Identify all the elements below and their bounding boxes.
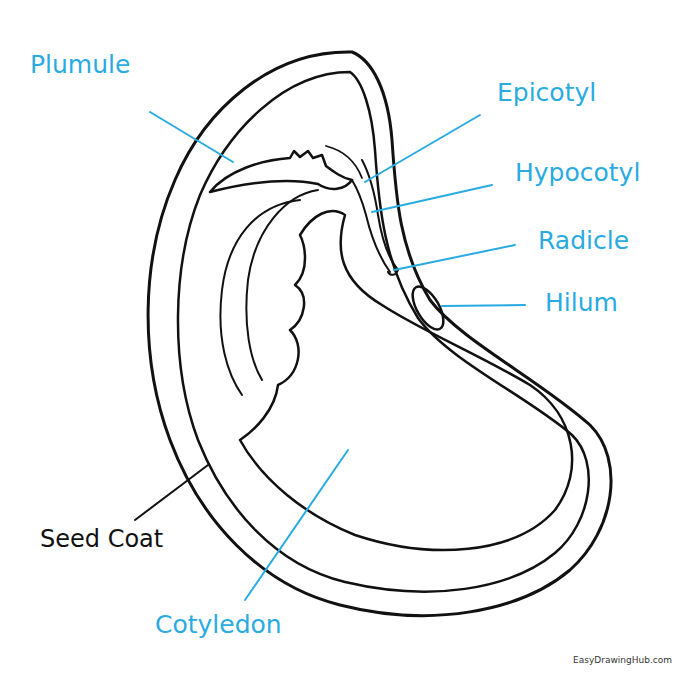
cotyledon-edge <box>246 190 318 380</box>
embryo-axis <box>352 180 390 272</box>
part-label: Radicle <box>538 228 629 253</box>
plumule-shape <box>210 151 352 192</box>
leader-line <box>150 112 233 162</box>
embryo-axis <box>362 160 398 275</box>
leader-line <box>394 245 515 270</box>
leader-line <box>442 305 525 306</box>
part-label: Hilum <box>545 290 618 315</box>
seed-coat-outer <box>148 52 611 616</box>
seed-coat-inner <box>178 72 589 592</box>
cotyledon-edge <box>220 200 300 395</box>
leader-line <box>245 450 348 600</box>
hilum-shape <box>406 282 449 335</box>
watermark: EasyDrawingHub.com <box>573 656 672 665</box>
part-label: Plumule <box>30 52 130 77</box>
plumule-vein <box>326 146 362 178</box>
leader-line <box>372 185 492 212</box>
leader-line <box>365 115 480 182</box>
part-label: Seed Coat <box>40 527 163 551</box>
cotyledon-shape <box>240 211 572 550</box>
part-label: Cotyledon <box>155 612 282 637</box>
part-label: Epicotyl <box>497 80 596 105</box>
leader-line <box>135 465 208 520</box>
part-label: Hypocotyl <box>515 160 640 185</box>
